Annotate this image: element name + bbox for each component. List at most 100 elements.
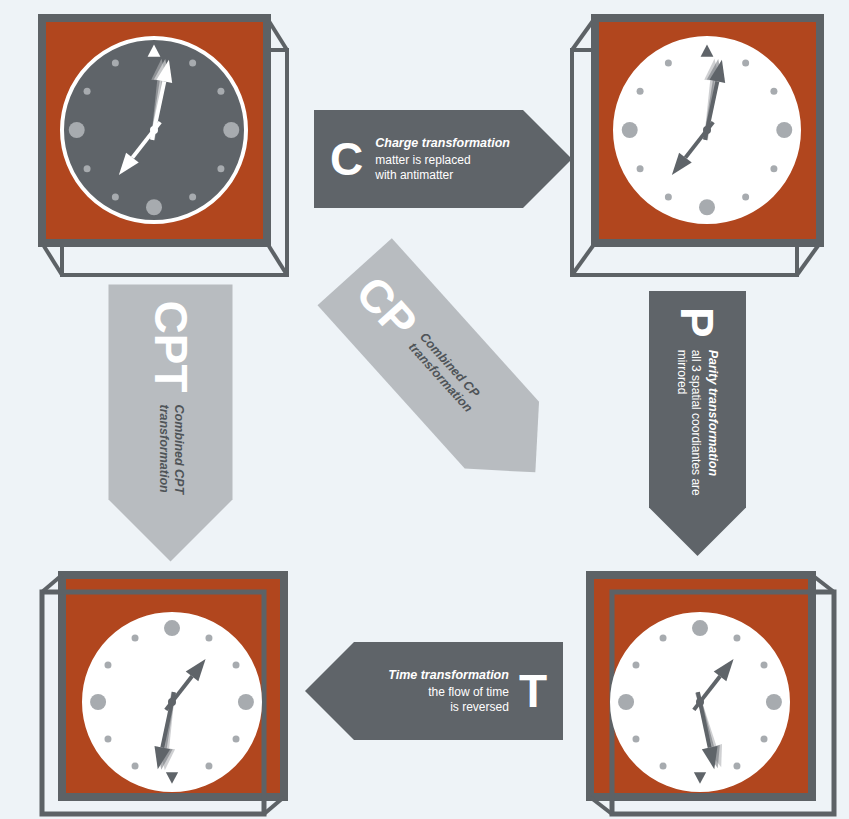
clock-dot (766, 694, 782, 710)
clock-hand-head (154, 746, 170, 769)
clock-dot (733, 634, 740, 641)
clock-dot (217, 88, 224, 95)
clock-dot (660, 634, 667, 641)
clock-center (696, 698, 704, 706)
clock-dot (233, 662, 240, 669)
clock-dot (742, 193, 749, 200)
transformation-title: Parity transformation (705, 349, 720, 475)
transformation-title: Combined CP transformation (405, 330, 489, 418)
clock-dot (164, 620, 180, 636)
transformation-letter: CP (348, 268, 425, 346)
clock-marker (701, 44, 714, 56)
clock-center (703, 126, 711, 134)
clock-dot (665, 60, 672, 67)
clock-dot (189, 60, 196, 67)
clock-dot (632, 735, 639, 742)
clock-marker (148, 44, 161, 56)
clock-dot (637, 165, 644, 172)
arrow-fill (314, 110, 572, 208)
transformation-description: the flow of time is reversed (419, 685, 509, 714)
clock-hand (685, 122, 713, 157)
clock-dot (132, 634, 139, 641)
arrow-content: CPT Combined CPT transformation (108, 285, 232, 562)
clock-hand-head (157, 60, 173, 83)
clock-center (168, 698, 176, 706)
clock-dot (770, 165, 777, 172)
clock-hand-head (702, 746, 718, 769)
clock-hand-head (119, 153, 139, 175)
clock-dot (699, 199, 715, 215)
clock-dot (761, 735, 768, 742)
clock-marker (166, 772, 178, 784)
clock (84, 614, 260, 790)
transformation-title: Charge transformation (375, 136, 510, 151)
cube-bottom-right (590, 575, 834, 814)
transformation-arrow: CPCombined CP transformation (318, 238, 573, 506)
clock-dot (205, 763, 212, 770)
text-column: Parity transformationall 3 spatial coord… (674, 349, 720, 497)
clock-dot (632, 662, 639, 669)
text-column: Time transformation the flow of time is r… (388, 668, 509, 714)
clock (612, 614, 788, 790)
clock-dot (622, 122, 638, 138)
clock-dot (217, 165, 224, 172)
clock-face (62, 38, 246, 222)
clock-dot (733, 763, 740, 770)
text-column: Charge transformation matter is replaced … (375, 136, 510, 182)
clock-face (84, 614, 260, 790)
clock-dot (104, 735, 111, 742)
cube-bottom-left (42, 575, 284, 814)
clock-dot (761, 662, 768, 669)
clock-dot (665, 193, 672, 200)
transformation-description: all 3 spatial coordiantes are mirrored (674, 349, 703, 497)
transformation-letter: CPT (147, 301, 193, 393)
cube-top-left (42, 18, 287, 275)
clock-dot (112, 60, 119, 67)
arrow-content: P Parity transformationall 3 spatial coor… (649, 291, 746, 556)
clock-dot (233, 735, 240, 742)
transformation-arrow: P Parity transformationall 3 spatial coor… (649, 291, 746, 556)
transformation-arrow: C Charge transformation matter is replaced… (314, 110, 572, 208)
clock-face (612, 614, 788, 790)
text-column: Combined CPT transformation (155, 405, 185, 496)
clock-dot (618, 694, 634, 710)
clock-hand (132, 122, 160, 157)
clock (615, 38, 799, 222)
transformation-letter: T (519, 668, 547, 714)
clock-dot (112, 193, 119, 200)
transformation-description: matter is replaced with antimatter (375, 153, 487, 182)
transformation-title: Time transformation (388, 668, 509, 683)
clock-dot (84, 88, 91, 95)
transformation-arrow: Time transformation the flow of time is r… (305, 642, 563, 740)
clock-dot (84, 165, 91, 172)
clock-dot (770, 88, 777, 95)
clock-dot (637, 88, 644, 95)
transformation-letter: C (330, 136, 363, 182)
transformation-arrow: CPT Combined CPT transformation (108, 285, 232, 562)
clock-dot (238, 694, 254, 710)
clock-hand-head (714, 659, 734, 681)
clock-dot (189, 193, 196, 200)
clock-dot (223, 122, 239, 138)
arrow-fill (305, 642, 563, 740)
clock-dot (776, 122, 792, 138)
clock-marker (694, 772, 706, 784)
clock-hand-head (710, 60, 726, 83)
clock-hand (694, 676, 720, 710)
arrow-fill (318, 238, 573, 506)
transformation-title: Combined CPT transformation (155, 405, 185, 496)
clock-hand-head (186, 659, 206, 681)
clock-face (615, 38, 799, 222)
clock-dot (742, 60, 749, 67)
transformation-letter: P (674, 307, 720, 338)
clock-dot (90, 694, 106, 710)
clock-hand-head (672, 153, 692, 175)
clock-dot (146, 199, 162, 215)
clock-dot (205, 634, 212, 641)
text-column: Combined CP transformation (405, 330, 489, 418)
clock-dot (660, 763, 667, 770)
arrow-fill (649, 291, 746, 556)
clock-dot (132, 763, 139, 770)
arrow-fill (108, 285, 232, 562)
